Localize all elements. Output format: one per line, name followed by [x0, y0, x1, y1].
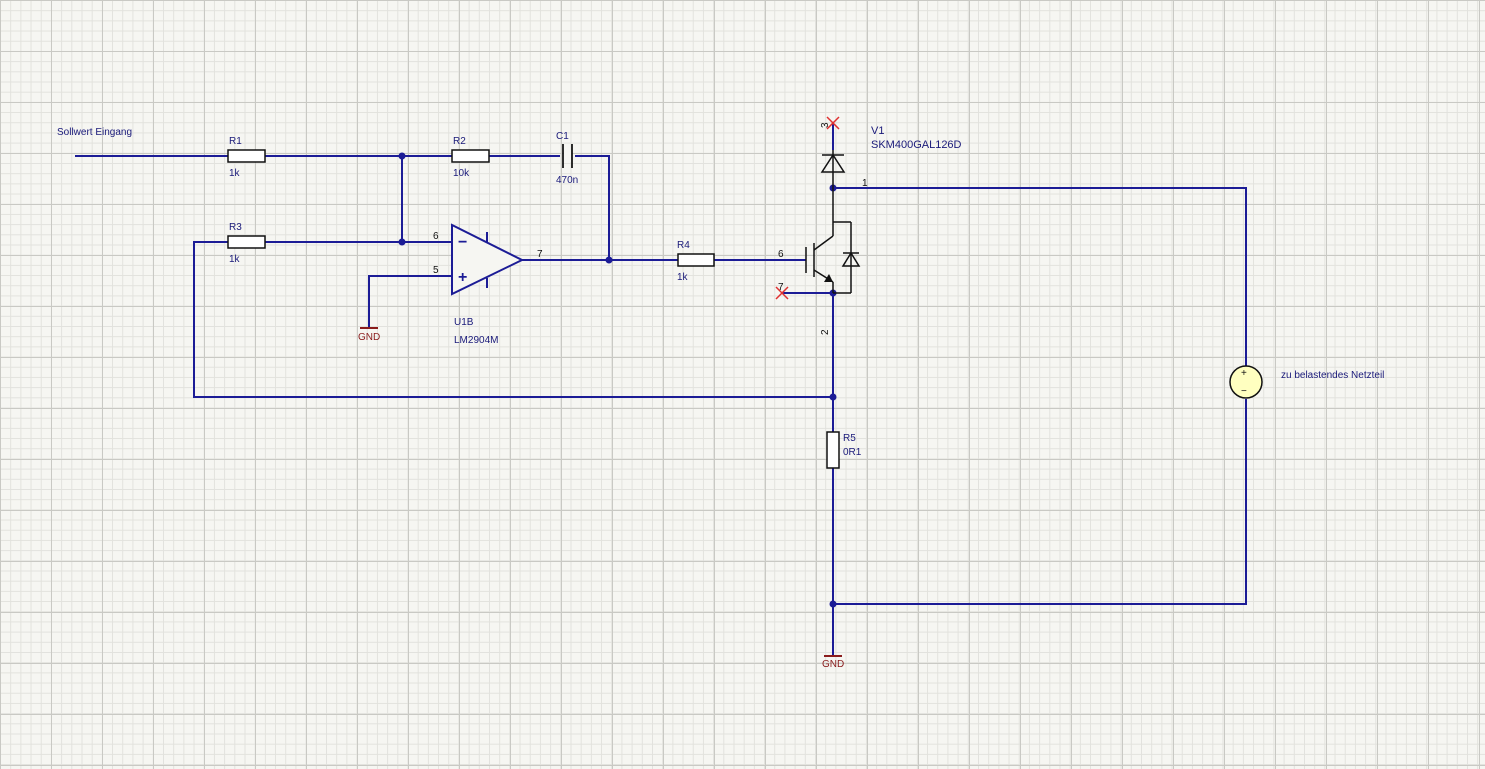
igbt-v1[interactable]: 3 1 6 7 2 V1 SKM400GAL126D — [775, 116, 962, 335]
junction-dot — [829, 600, 837, 608]
opamp-plus: + — [458, 269, 467, 286]
wire-supply-return[interactable] — [833, 399, 1247, 605]
r3-value: 1k — [229, 254, 241, 265]
wire-feedback[interactable] — [193, 241, 833, 398]
c1-value: 470n — [556, 175, 578, 186]
gnd-label: GND — [822, 659, 844, 670]
r5-name: R5 — [843, 433, 856, 444]
r3-name: R3 — [229, 222, 242, 233]
opamp-minus: − — [458, 234, 467, 251]
r2-value: 10k — [453, 168, 470, 179]
igbt-name: V1 — [871, 125, 884, 137]
capacitor-c1[interactable]: C1 470n — [556, 131, 578, 186]
wire-collector-supply[interactable] — [833, 187, 1247, 366]
junction-dot — [398, 238, 406, 246]
voltage-source[interactable]: + − zu belastendes Netzteil — [1229, 365, 1384, 399]
junction-dot — [605, 256, 613, 264]
junctions — [398, 152, 837, 608]
resistor-r3[interactable]: R3 1k — [227, 222, 266, 265]
r5-value: 0R1 — [843, 447, 862, 458]
resistor-r4[interactable]: R4 1k — [677, 240, 715, 283]
wires — [75, 124, 1247, 656]
c1-name: C1 — [556, 131, 569, 142]
resistor-r5[interactable]: R5 0R1 — [826, 431, 862, 469]
opamp-name: U1B — [454, 317, 474, 328]
ground-symbol: GND — [822, 655, 844, 670]
opamp-part: LM2904M — [454, 335, 498, 346]
junction-dot — [829, 393, 837, 401]
igbt-pin-3: 3 — [820, 122, 831, 128]
igbt-pin-1: 1 — [862, 178, 868, 189]
resistor-r2[interactable]: R2 10k — [451, 136, 490, 179]
igbt-pin-2: 2 — [820, 329, 831, 335]
igbt-part: SKM400GAL126D — [871, 139, 962, 151]
r1-value: 1k — [229, 168, 241, 179]
opamp-pin-out: 7 — [537, 249, 543, 260]
input-label: Sollwert Eingang — [57, 127, 132, 138]
opamp-u1b[interactable]: − + 6 5 7 U1B LM2904M — [433, 223, 543, 346]
igbt-pin-7: 7 — [778, 282, 784, 293]
wire-c1-output[interactable] — [575, 155, 610, 260]
r4-value: 1k — [677, 272, 689, 283]
r1-name: R1 — [229, 136, 242, 147]
opamp-pin-noninv: 5 — [433, 265, 439, 276]
supply-label: zu belastendes Netzteil — [1281, 370, 1384, 381]
supply-minus: − — [1241, 386, 1247, 397]
wire-noninv-gnd[interactable] — [368, 275, 452, 328]
r2-name: R2 — [453, 136, 466, 147]
supply-plus: + — [1241, 368, 1247, 379]
ground-symbol: GND — [358, 327, 380, 343]
r4-name: R4 — [677, 240, 690, 251]
gnd-label: GND — [358, 332, 380, 343]
resistor-r1[interactable]: R1 1k — [227, 136, 266, 179]
junction-dot — [398, 152, 406, 160]
igbt-pin-6: 6 — [778, 249, 784, 260]
opamp-pin-inv: 6 — [433, 231, 439, 242]
